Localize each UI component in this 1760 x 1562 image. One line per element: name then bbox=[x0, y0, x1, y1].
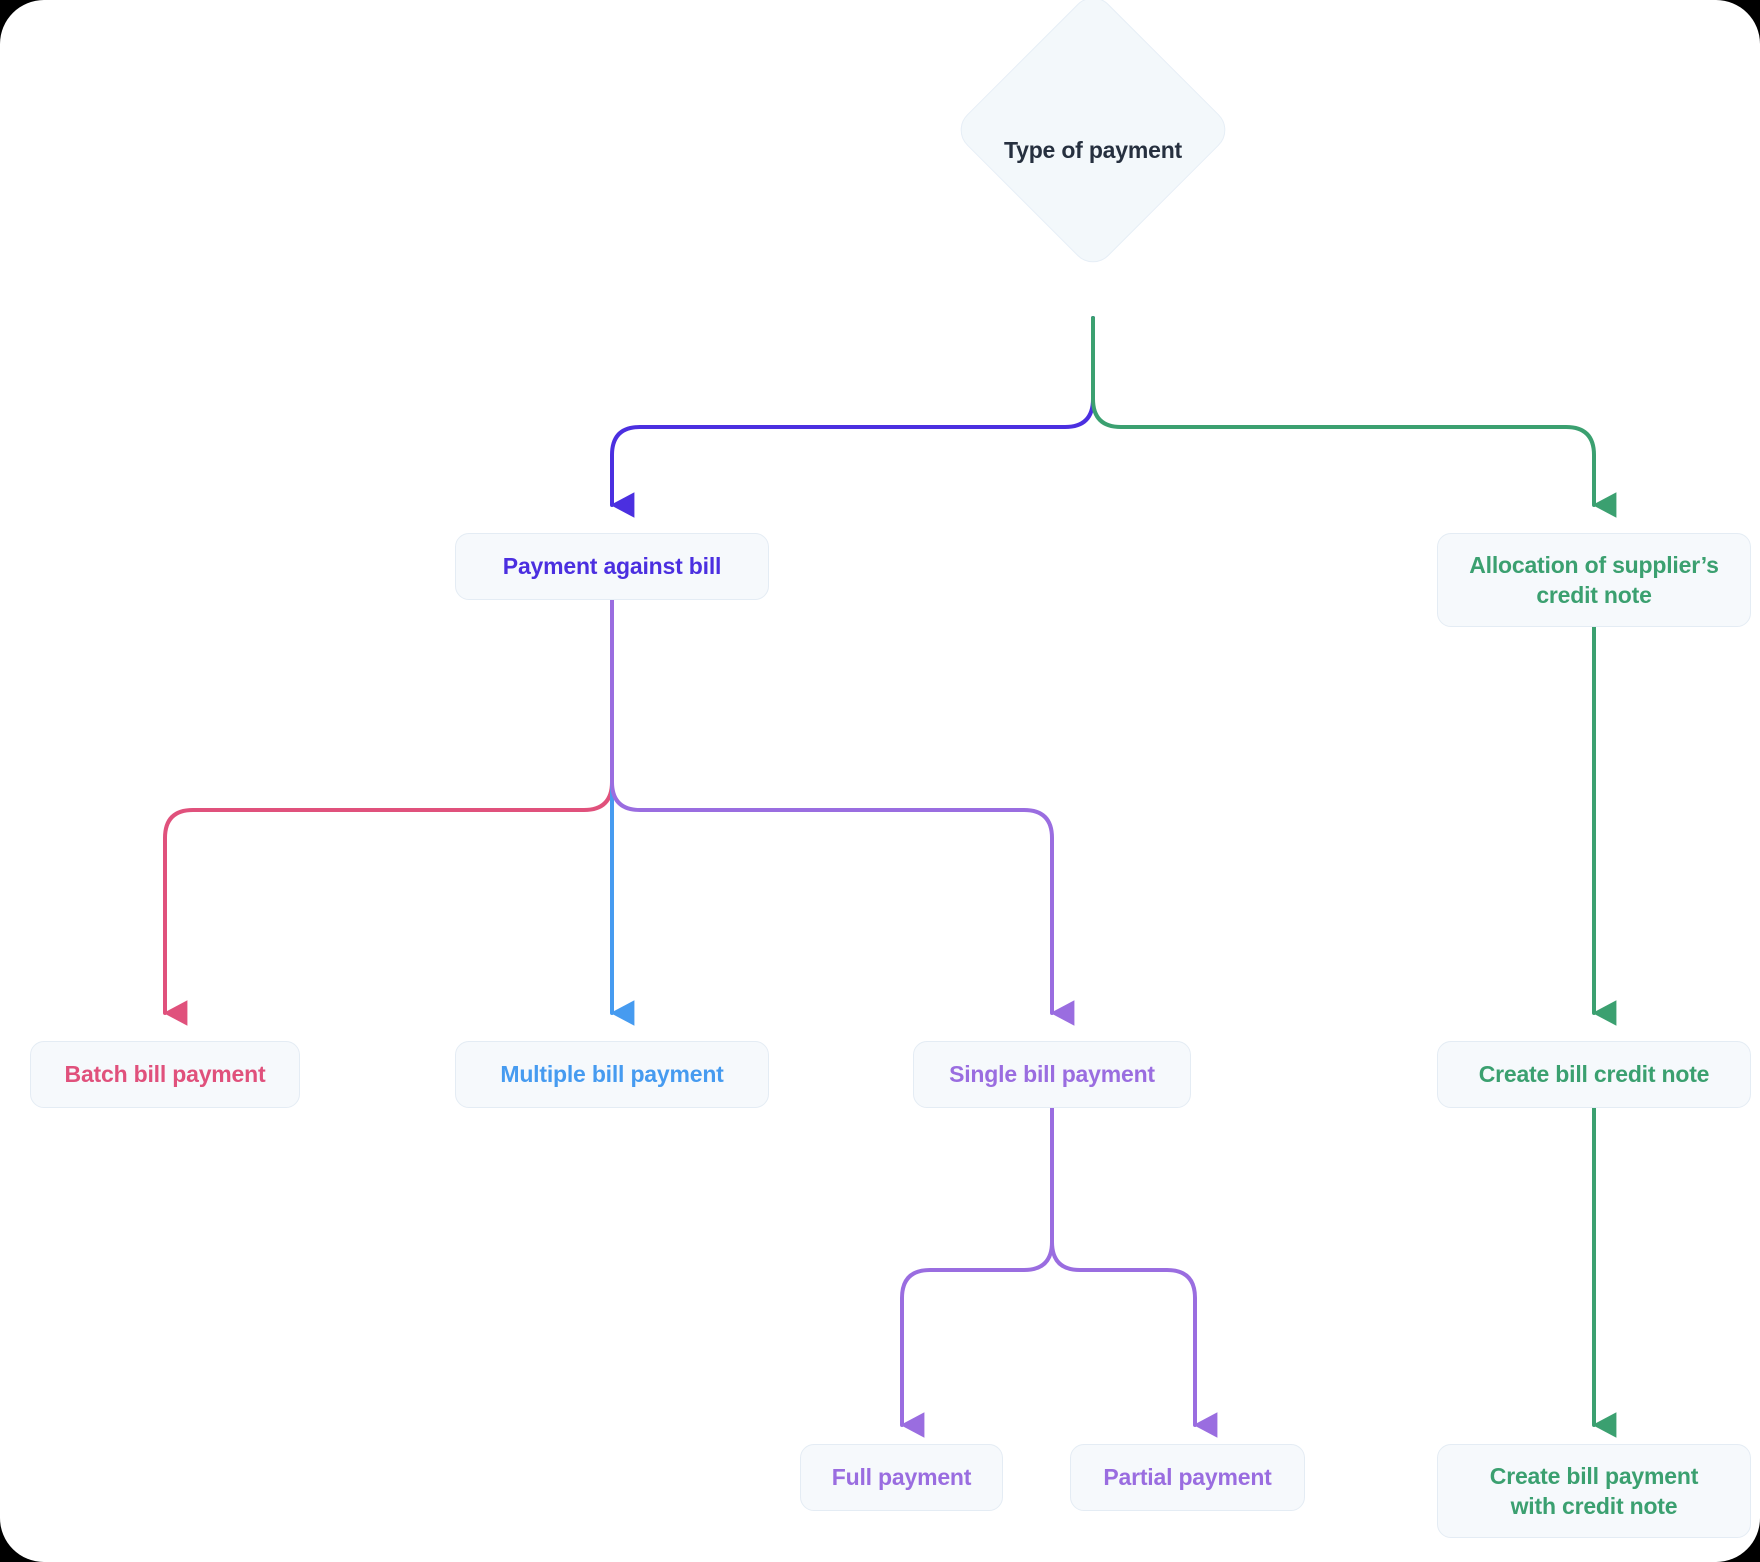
node-payment-against-bill-label: Payment against bill bbox=[502, 553, 722, 580]
node-single-bill-payment-label: Single bill payment bbox=[949, 1061, 1155, 1088]
node-create-bill-credit-note-label: Create bill credit note bbox=[1478, 1061, 1710, 1088]
node-allocation-label-line1: Allocation of supplier’s bbox=[1469, 551, 1719, 578]
node-multiple-bill-payment-label: Multiple bill payment bbox=[500, 1061, 724, 1088]
node-create-bill-payment-with-credit-note[interactable]: Create bill payment with credit note bbox=[1437, 1444, 1751, 1538]
node-create-bill-payment-with-credit-note-label-line1: Create bill payment bbox=[1489, 1462, 1699, 1489]
node-batch-bill-payment-label: Batch bill payment bbox=[64, 1061, 266, 1088]
edge-single-to-partial-payment bbox=[1050, 1106, 1218, 1438]
node-full-payment[interactable]: Full payment bbox=[800, 1444, 1003, 1511]
edge-single-to-full-payment bbox=[900, 1106, 1054, 1438]
node-allocation-of-suppliers-credit-note[interactable]: Allocation of supplier’s credit note bbox=[1437, 533, 1751, 627]
node-allocation-label-line2: credit note bbox=[1536, 582, 1652, 608]
node-type-of-payment-label: Type of payment bbox=[1003, 136, 1183, 163]
edge-root-to-allocation-credit-note bbox=[1091, 316, 1617, 518]
node-partial-payment[interactable]: Partial payment bbox=[1070, 1444, 1305, 1511]
node-batch-bill-payment[interactable]: Batch bill payment bbox=[30, 1041, 300, 1108]
node-create-bill-credit-note[interactable]: Create bill credit note bbox=[1437, 1041, 1751, 1108]
node-create-bill-payment-with-credit-note-label-line2: with credit note bbox=[1510, 1493, 1678, 1519]
node-partial-payment-label: Partial payment bbox=[1103, 1464, 1272, 1491]
node-single-bill-payment[interactable]: Single bill payment bbox=[913, 1041, 1191, 1108]
edge-payment-against-bill-to-single bbox=[610, 598, 1075, 1026]
edge-root-to-payment-against-bill bbox=[610, 316, 1095, 518]
node-full-payment-label: Full payment bbox=[831, 1464, 972, 1491]
edge-payment-against-bill-to-batch bbox=[163, 598, 614, 1026]
node-multiple-bill-payment[interactable]: Multiple bill payment bbox=[455, 1041, 769, 1108]
node-payment-against-bill[interactable]: Payment against bill bbox=[455, 533, 769, 600]
